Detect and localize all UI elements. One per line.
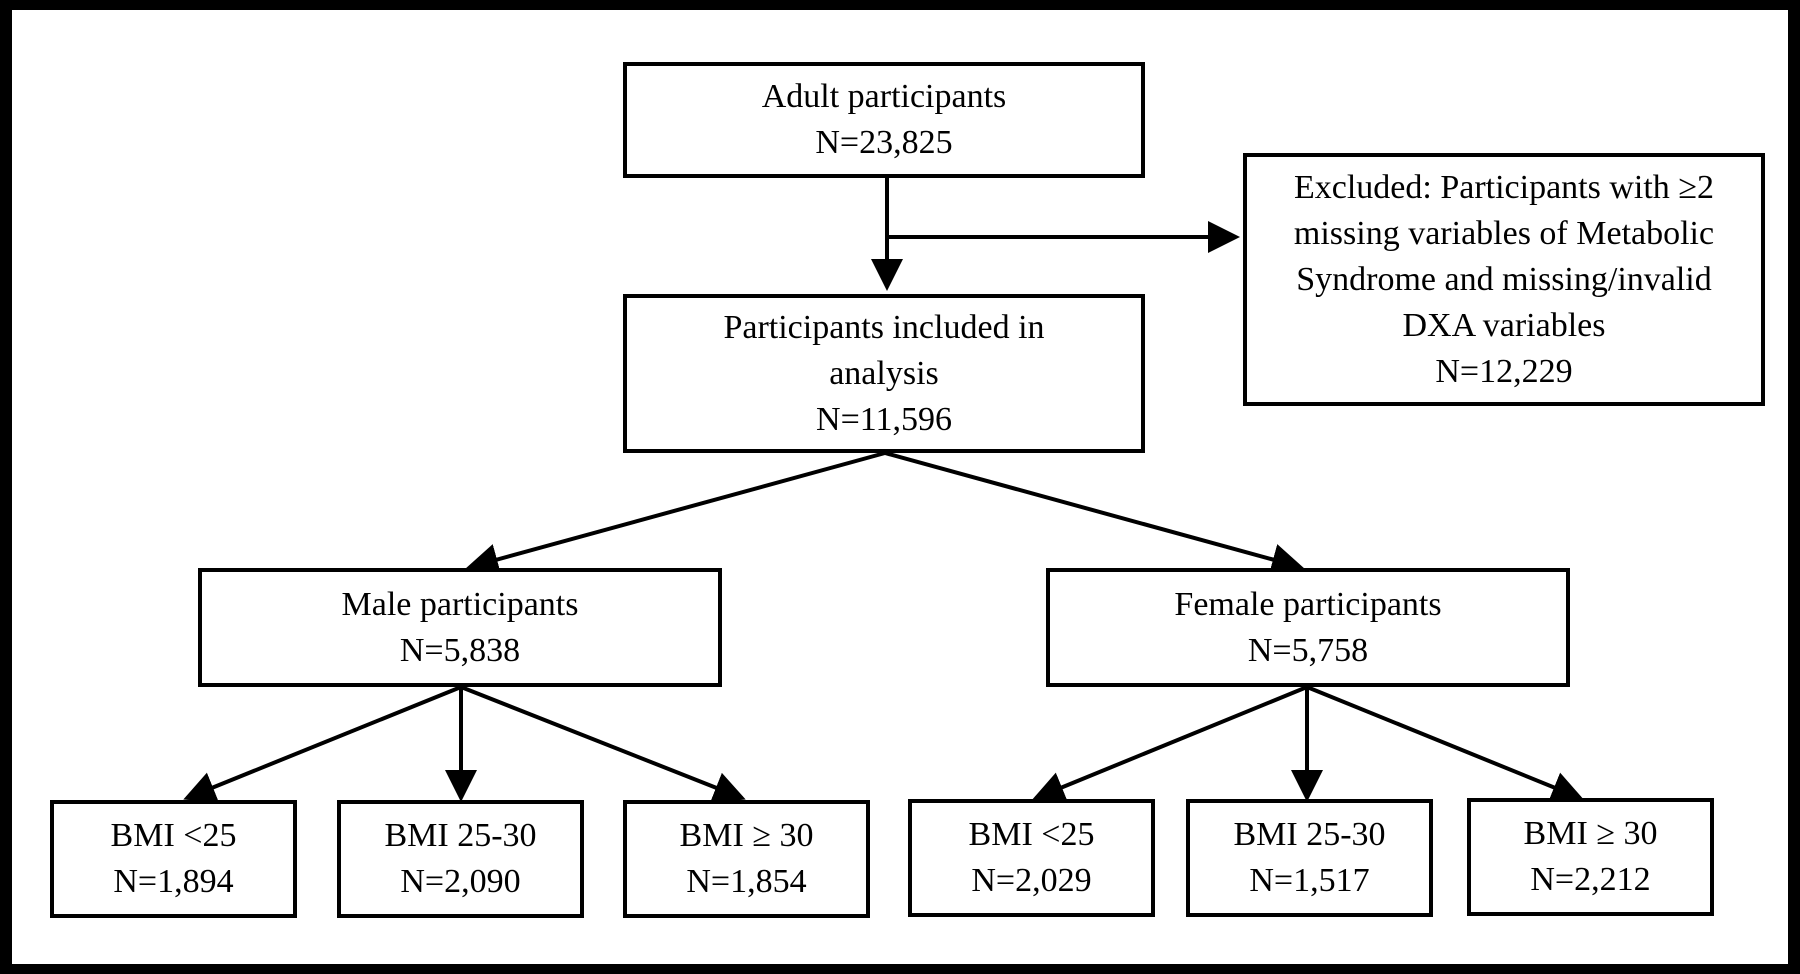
female-bmi-ge30-count: N=2,212: [1530, 861, 1651, 898]
excluded-count: N=12,229: [1435, 352, 1573, 390]
male-bmi-lt25-count: N=1,894: [113, 863, 234, 900]
male-participants-label: Male participants: [341, 585, 579, 623]
excluded-line-2: missing variables of Metabolic: [1293, 214, 1715, 252]
female-bmi-lt25-count: N=2,029: [971, 862, 1092, 899]
male-bmi-ge30-label: BMI ≥ 30: [679, 817, 814, 854]
arrow-male-to-bmi-ge30: [460, 685, 746, 803]
female-bmi-ge30-box: BMI ≥ 30 N=2,212: [1467, 798, 1714, 916]
excluded-line-4: DXA variables: [1402, 306, 1606, 344]
female-bmi-25-30-label: BMI 25-30: [1233, 816, 1386, 853]
male-bmi-ge30-box: BMI ≥ 30 N=1,854: [623, 800, 870, 918]
excluded-line-1: Excluded: Participants with ≥2: [1294, 168, 1714, 206]
arrow-included-to-female: [884, 451, 1304, 576]
female-bmi-25-30-box: BMI 25-30 N=1,517: [1186, 799, 1433, 917]
male-bmi-25-30-box: BMI 25-30 N=2,090: [337, 800, 584, 918]
male-bmi-lt25-box: BMI <25 N=1,894: [50, 800, 297, 918]
arrow-female-to-bmi-lt25: [1032, 685, 1308, 803]
female-participants-count: N=5,758: [1247, 631, 1369, 669]
arrow-included-to-male: [466, 451, 886, 576]
included-line-1: Participants included in: [723, 308, 1045, 346]
included-count: N=11,596: [816, 400, 952, 438]
female-participants-box: Female participants N=5,758: [1046, 568, 1570, 687]
male-bmi-lt25-label: BMI <25: [110, 817, 237, 854]
male-participants-count: N=5,838: [399, 631, 521, 669]
female-bmi-25-30-count: N=1,517: [1249, 862, 1370, 899]
female-bmi-ge30-label: BMI ≥ 30: [1523, 815, 1658, 852]
female-participants-label: Female participants: [1174, 585, 1442, 623]
male-participants-box: Male participants N=5,838: [198, 568, 722, 687]
excluded-participants-box: Excluded: Participants with ≥2 missing v…: [1243, 153, 1765, 406]
included-participants-box: Participants included in analysis N=11,5…: [623, 294, 1145, 453]
adult-participants-count: N=23,825: [815, 124, 953, 161]
male-bmi-ge30-count: N=1,854: [686, 863, 807, 900]
included-line-2: analysis: [829, 354, 939, 392]
male-bmi-25-30-label: BMI 25-30: [384, 817, 537, 854]
female-bmi-lt25-box: BMI <25 N=2,029: [908, 799, 1155, 917]
arrow-female-to-bmi-ge30: [1306, 685, 1584, 803]
arrow-male-to-bmi-lt25: [183, 685, 462, 803]
female-bmi-lt25-label: BMI <25: [968, 816, 1095, 853]
adult-participants-box: Adult participants N=23,825: [623, 62, 1145, 178]
excluded-line-3: Syndrome and missing/invalid: [1296, 260, 1712, 298]
male-bmi-25-30-count: N=2,090: [400, 863, 521, 900]
adult-participants-label: Adult participants: [761, 78, 1007, 115]
